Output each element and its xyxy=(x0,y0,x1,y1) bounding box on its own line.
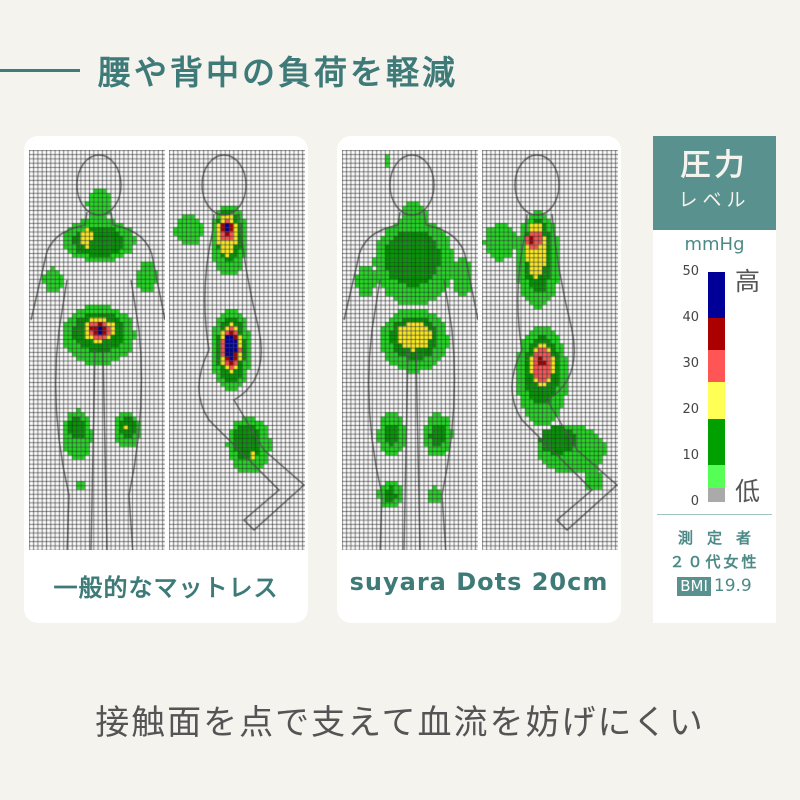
pressure-map-front-standard xyxy=(29,150,165,550)
high-label: 高 xyxy=(735,267,761,296)
footer-caption: 接触面を点で支えて血流を妨げにくい xyxy=(95,703,705,743)
scale-band xyxy=(708,272,725,318)
legend-title: 圧力 xyxy=(680,148,749,183)
pressure-legend: 圧力 レベル mmHg 高 低 50 40 30 20 10 0 測定者 ２０代女性 BM… xyxy=(653,136,776,623)
bmi-tag: BMI xyxy=(677,577,711,596)
comparison-card-standard: 一般的なマットレス xyxy=(24,136,308,623)
measurer-label: 測定者 xyxy=(677,529,765,547)
legend-subtitle: レベル xyxy=(678,189,751,211)
color-scale: 高 低 50 40 30 20 10 0 xyxy=(653,264,776,509)
page-title: 腰や背中の負荷を軽減 xyxy=(98,53,458,92)
scale-tick: 30 xyxy=(682,356,699,371)
legend-unit: mmHg xyxy=(684,234,745,255)
scale-tick: 40 xyxy=(682,310,699,325)
bmi-value: 19.9 xyxy=(713,576,752,596)
pressure-map-front-suyara xyxy=(342,150,478,550)
card-label: 一般的なマットレス xyxy=(53,574,279,602)
scale-band xyxy=(708,465,725,489)
scale-band xyxy=(708,382,725,420)
pressure-map-side-suyara xyxy=(482,150,618,550)
card-label: suyara Dots 20cm xyxy=(349,568,609,596)
scale-tick: 20 xyxy=(682,402,699,417)
low-label: 低 xyxy=(735,477,761,506)
scale-band xyxy=(708,419,725,466)
measurer-desc: ２０代女性 xyxy=(669,553,760,571)
scale-band xyxy=(708,488,725,502)
scale-band xyxy=(708,350,725,383)
divider xyxy=(657,514,772,515)
legend-header: 圧力 レベル xyxy=(653,136,776,230)
pressure-map-side-standard xyxy=(169,150,305,550)
scale-tick: 50 xyxy=(682,264,699,279)
section-header: 腰や背中の負荷を軽減 xyxy=(0,40,458,100)
scale-tick: 10 xyxy=(682,448,699,463)
title-rule xyxy=(0,68,80,72)
scale-band xyxy=(708,318,725,351)
comparison-card-suyara: suyara Dots 20cm xyxy=(337,136,621,623)
scale-tick: 0 xyxy=(690,494,699,509)
